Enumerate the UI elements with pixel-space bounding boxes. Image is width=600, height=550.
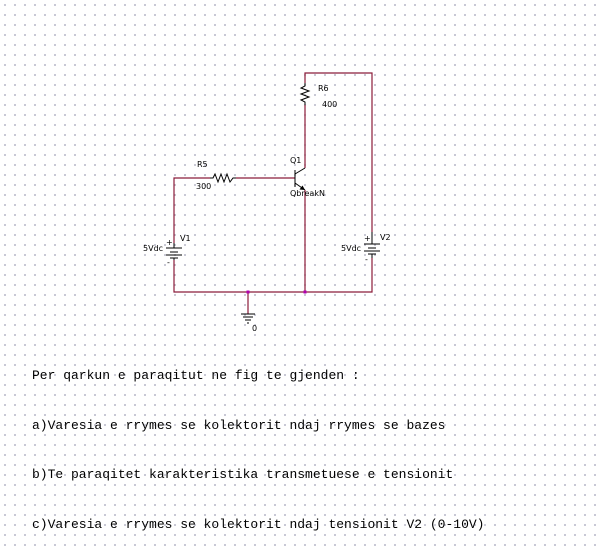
- v2-name-label: V2: [380, 233, 391, 242]
- junction-ground: [246, 290, 250, 294]
- source-v1[interactable]: + -: [166, 238, 182, 267]
- task-item-c: c)Varesia e rrymes se kolektorit ndaj te…: [32, 516, 485, 532]
- wire-left: [173, 177, 210, 243]
- source-v2-minus: -: [365, 255, 368, 264]
- resistor-r6-zigzag: [299, 83, 311, 105]
- r6-name-label: R6: [318, 84, 329, 93]
- r5-value-label: 300: [196, 182, 211, 191]
- v1-name-label: V1: [180, 234, 191, 243]
- wire-bottom: [173, 258, 373, 293]
- ground-symbol[interactable]: [241, 313, 255, 324]
- transistor-q1-collector: [294, 167, 306, 175]
- component-labels: R6 400 R5 300 Q1 QbreakN V1 5Vdc V2 5Vdc…: [143, 84, 391, 333]
- q1-model-label: QbreakN: [290, 189, 325, 198]
- junction-emitter: [303, 290, 307, 294]
- r6-value-label: 400: [322, 100, 337, 109]
- task-intro: Per qarkun e paraqitut ne fig te gjenden…: [32, 368, 360, 383]
- wires: [173, 72, 373, 314]
- r5-name-label: R5: [197, 160, 208, 169]
- resistor-r6[interactable]: [299, 83, 311, 105]
- task-item-b: b)Te paraqitet karakteristika transmetue…: [32, 467, 454, 482]
- task-text: Per qarkun e paraqitut ne fig te gjenden…: [32, 335, 484, 550]
- resistor-r5[interactable]: [210, 172, 236, 184]
- transistor-q1[interactable]: [294, 167, 306, 191]
- source-v2[interactable]: + -: [364, 232, 380, 264]
- source-v1-plus: +: [166, 238, 173, 247]
- v2-value-label: 5Vdc: [341, 244, 361, 253]
- ground-label: 0: [252, 324, 257, 333]
- junctions: [246, 290, 307, 294]
- source-v2-plus: +: [364, 234, 371, 243]
- wire-top: [304, 72, 373, 232]
- v1-value-label: 5Vdc: [143, 244, 163, 253]
- circuit-schematic: + - + - R6 400 R5 300 Q1 QbreakN V1 5Vdc…: [143, 72, 391, 333]
- transistor-q1-emitter-arrow: [299, 185, 305, 190]
- source-v1-minus: -: [167, 258, 170, 267]
- resistor-r5-zigzag: [210, 172, 236, 184]
- task-item-a: a)Varesia e rrymes se kolektorit ndaj rr…: [32, 417, 446, 433]
- q1-name-label: Q1: [290, 156, 301, 165]
